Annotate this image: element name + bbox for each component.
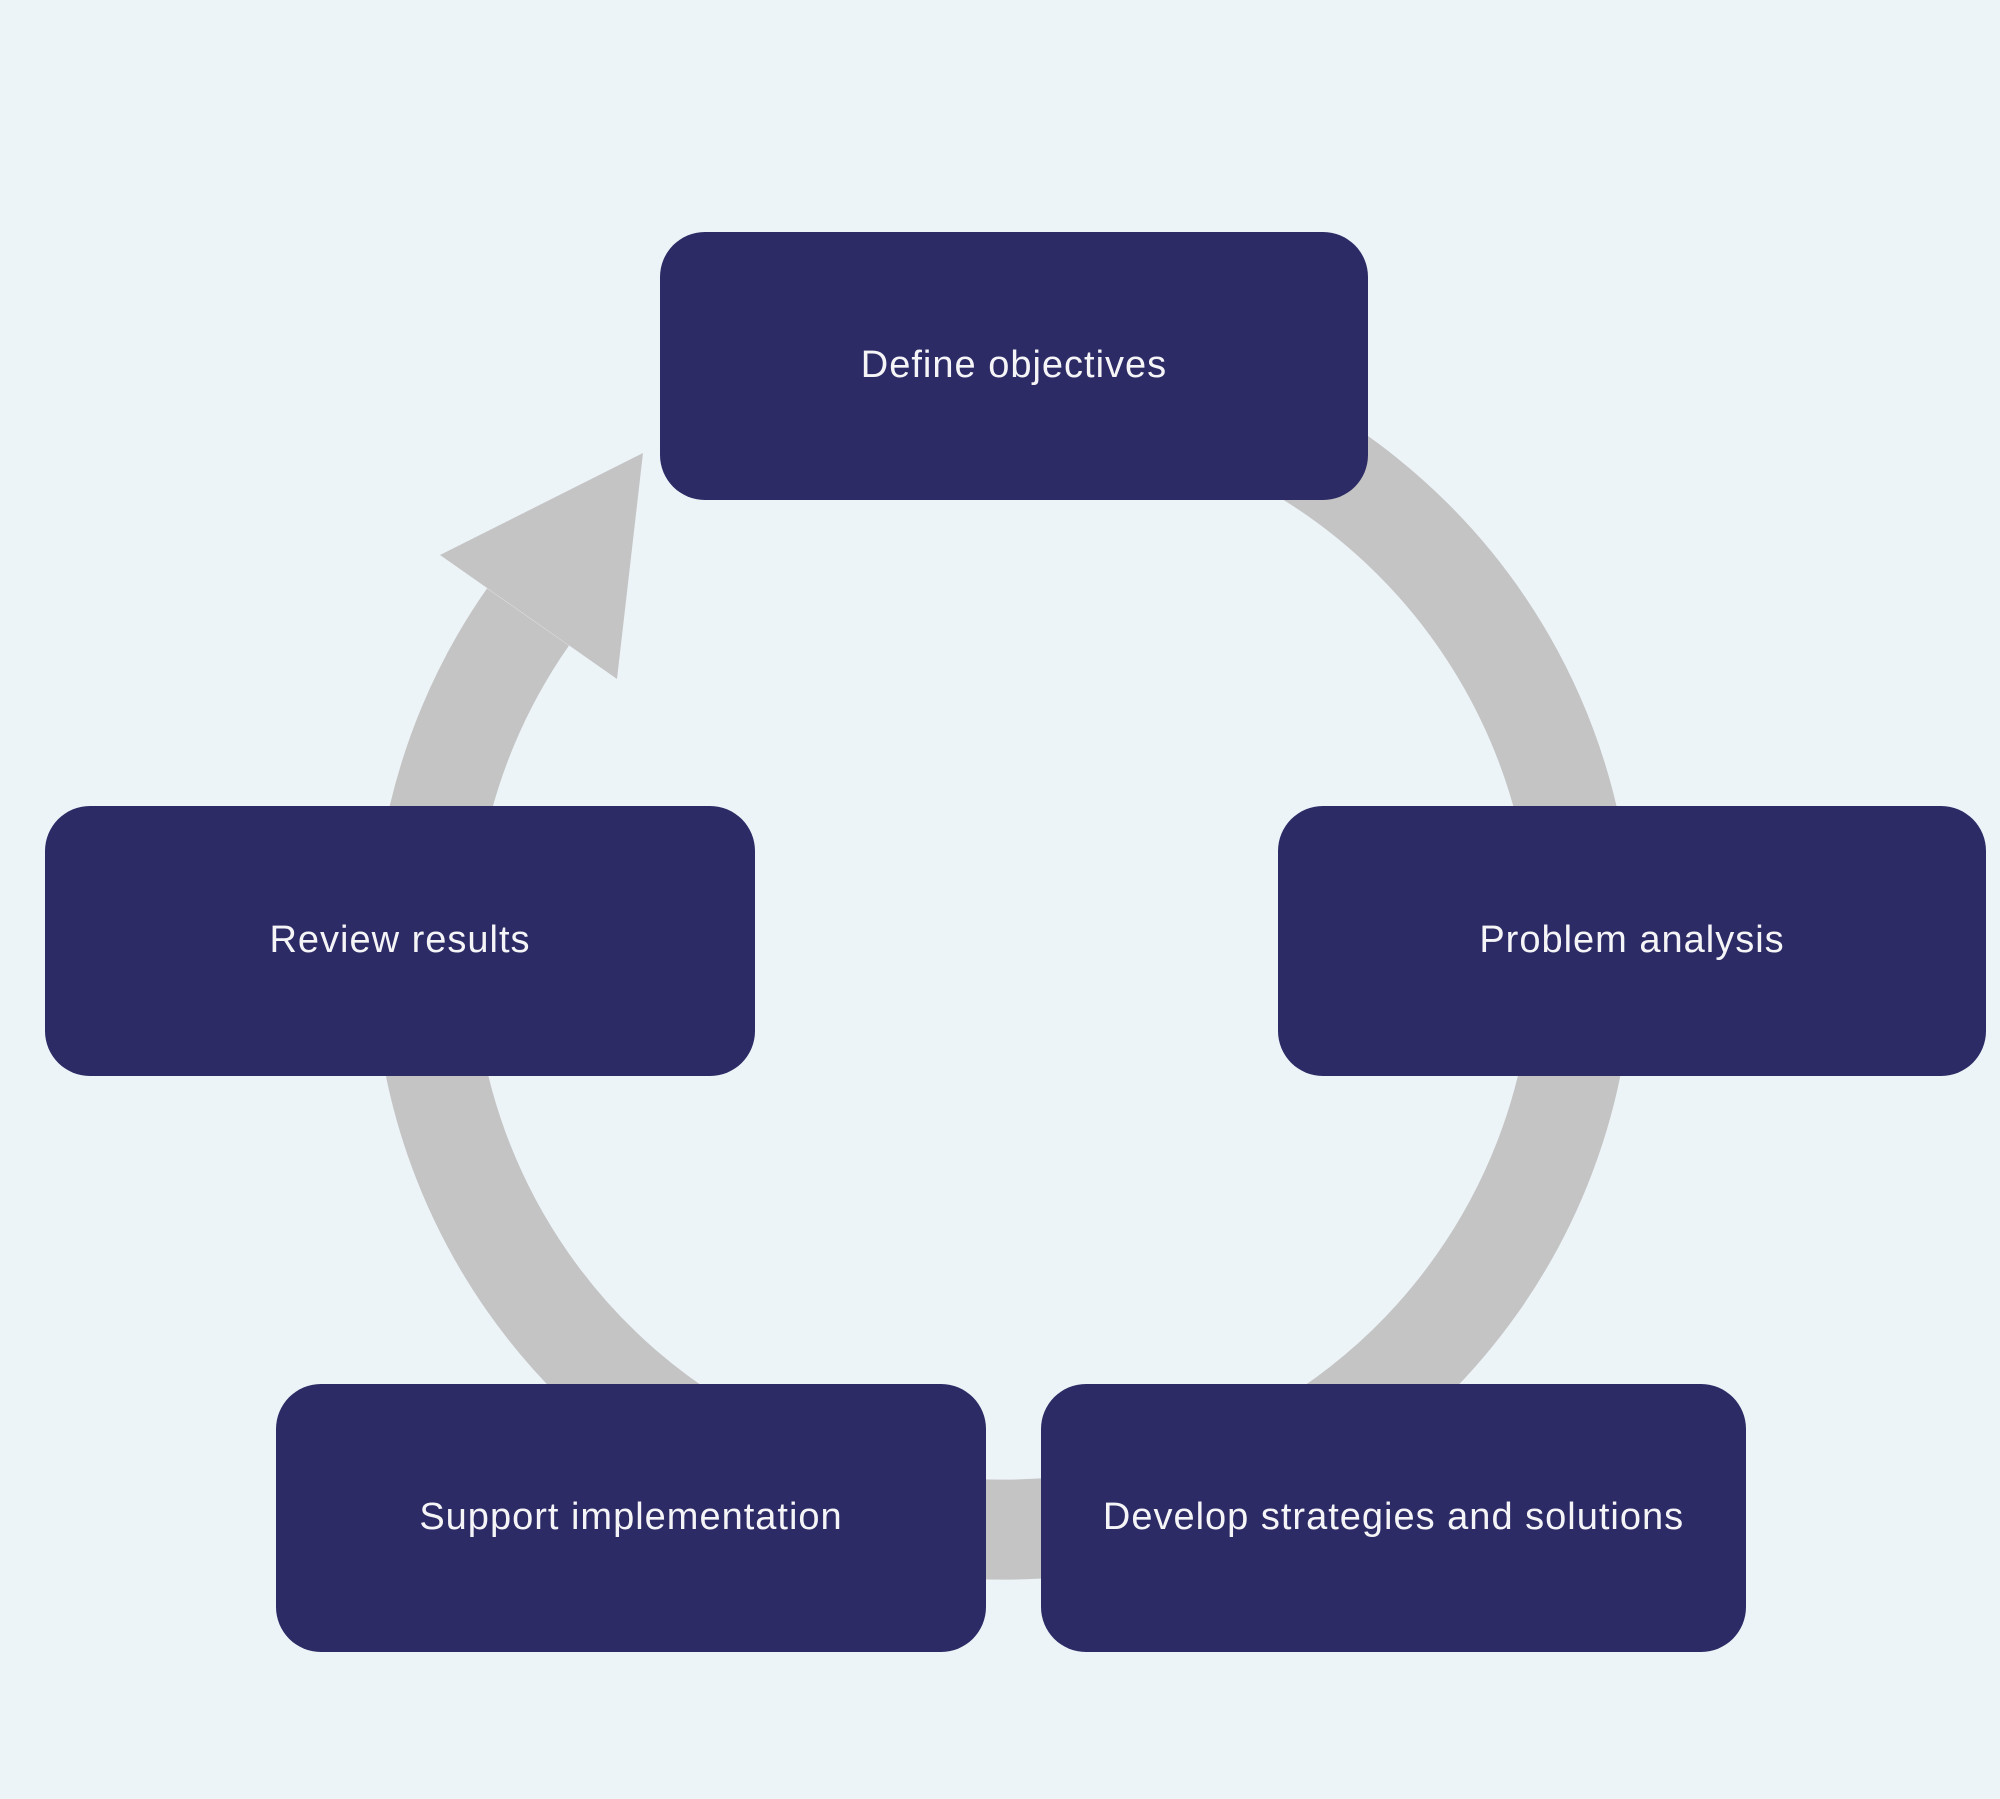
node-problem-analysis: Problem analysis — [1278, 806, 1986, 1076]
node-label: Review results — [269, 919, 531, 962]
node-label: Support implementation — [419, 1496, 843, 1539]
node-label: Define objectives — [860, 344, 1168, 387]
cycle-arrowhead-icon — [440, 453, 643, 679]
node-support-implementation: Support implementation — [276, 1384, 986, 1652]
node-develop-strategies: Develop strategies and solutions — [1041, 1384, 1746, 1652]
node-label: Develop strategies and solutions — [1102, 1496, 1685, 1539]
node-review-results: Review results — [45, 806, 755, 1076]
node-label: Problem analysis — [1479, 919, 1785, 962]
node-define-objectives: Define objectives — [660, 232, 1368, 500]
